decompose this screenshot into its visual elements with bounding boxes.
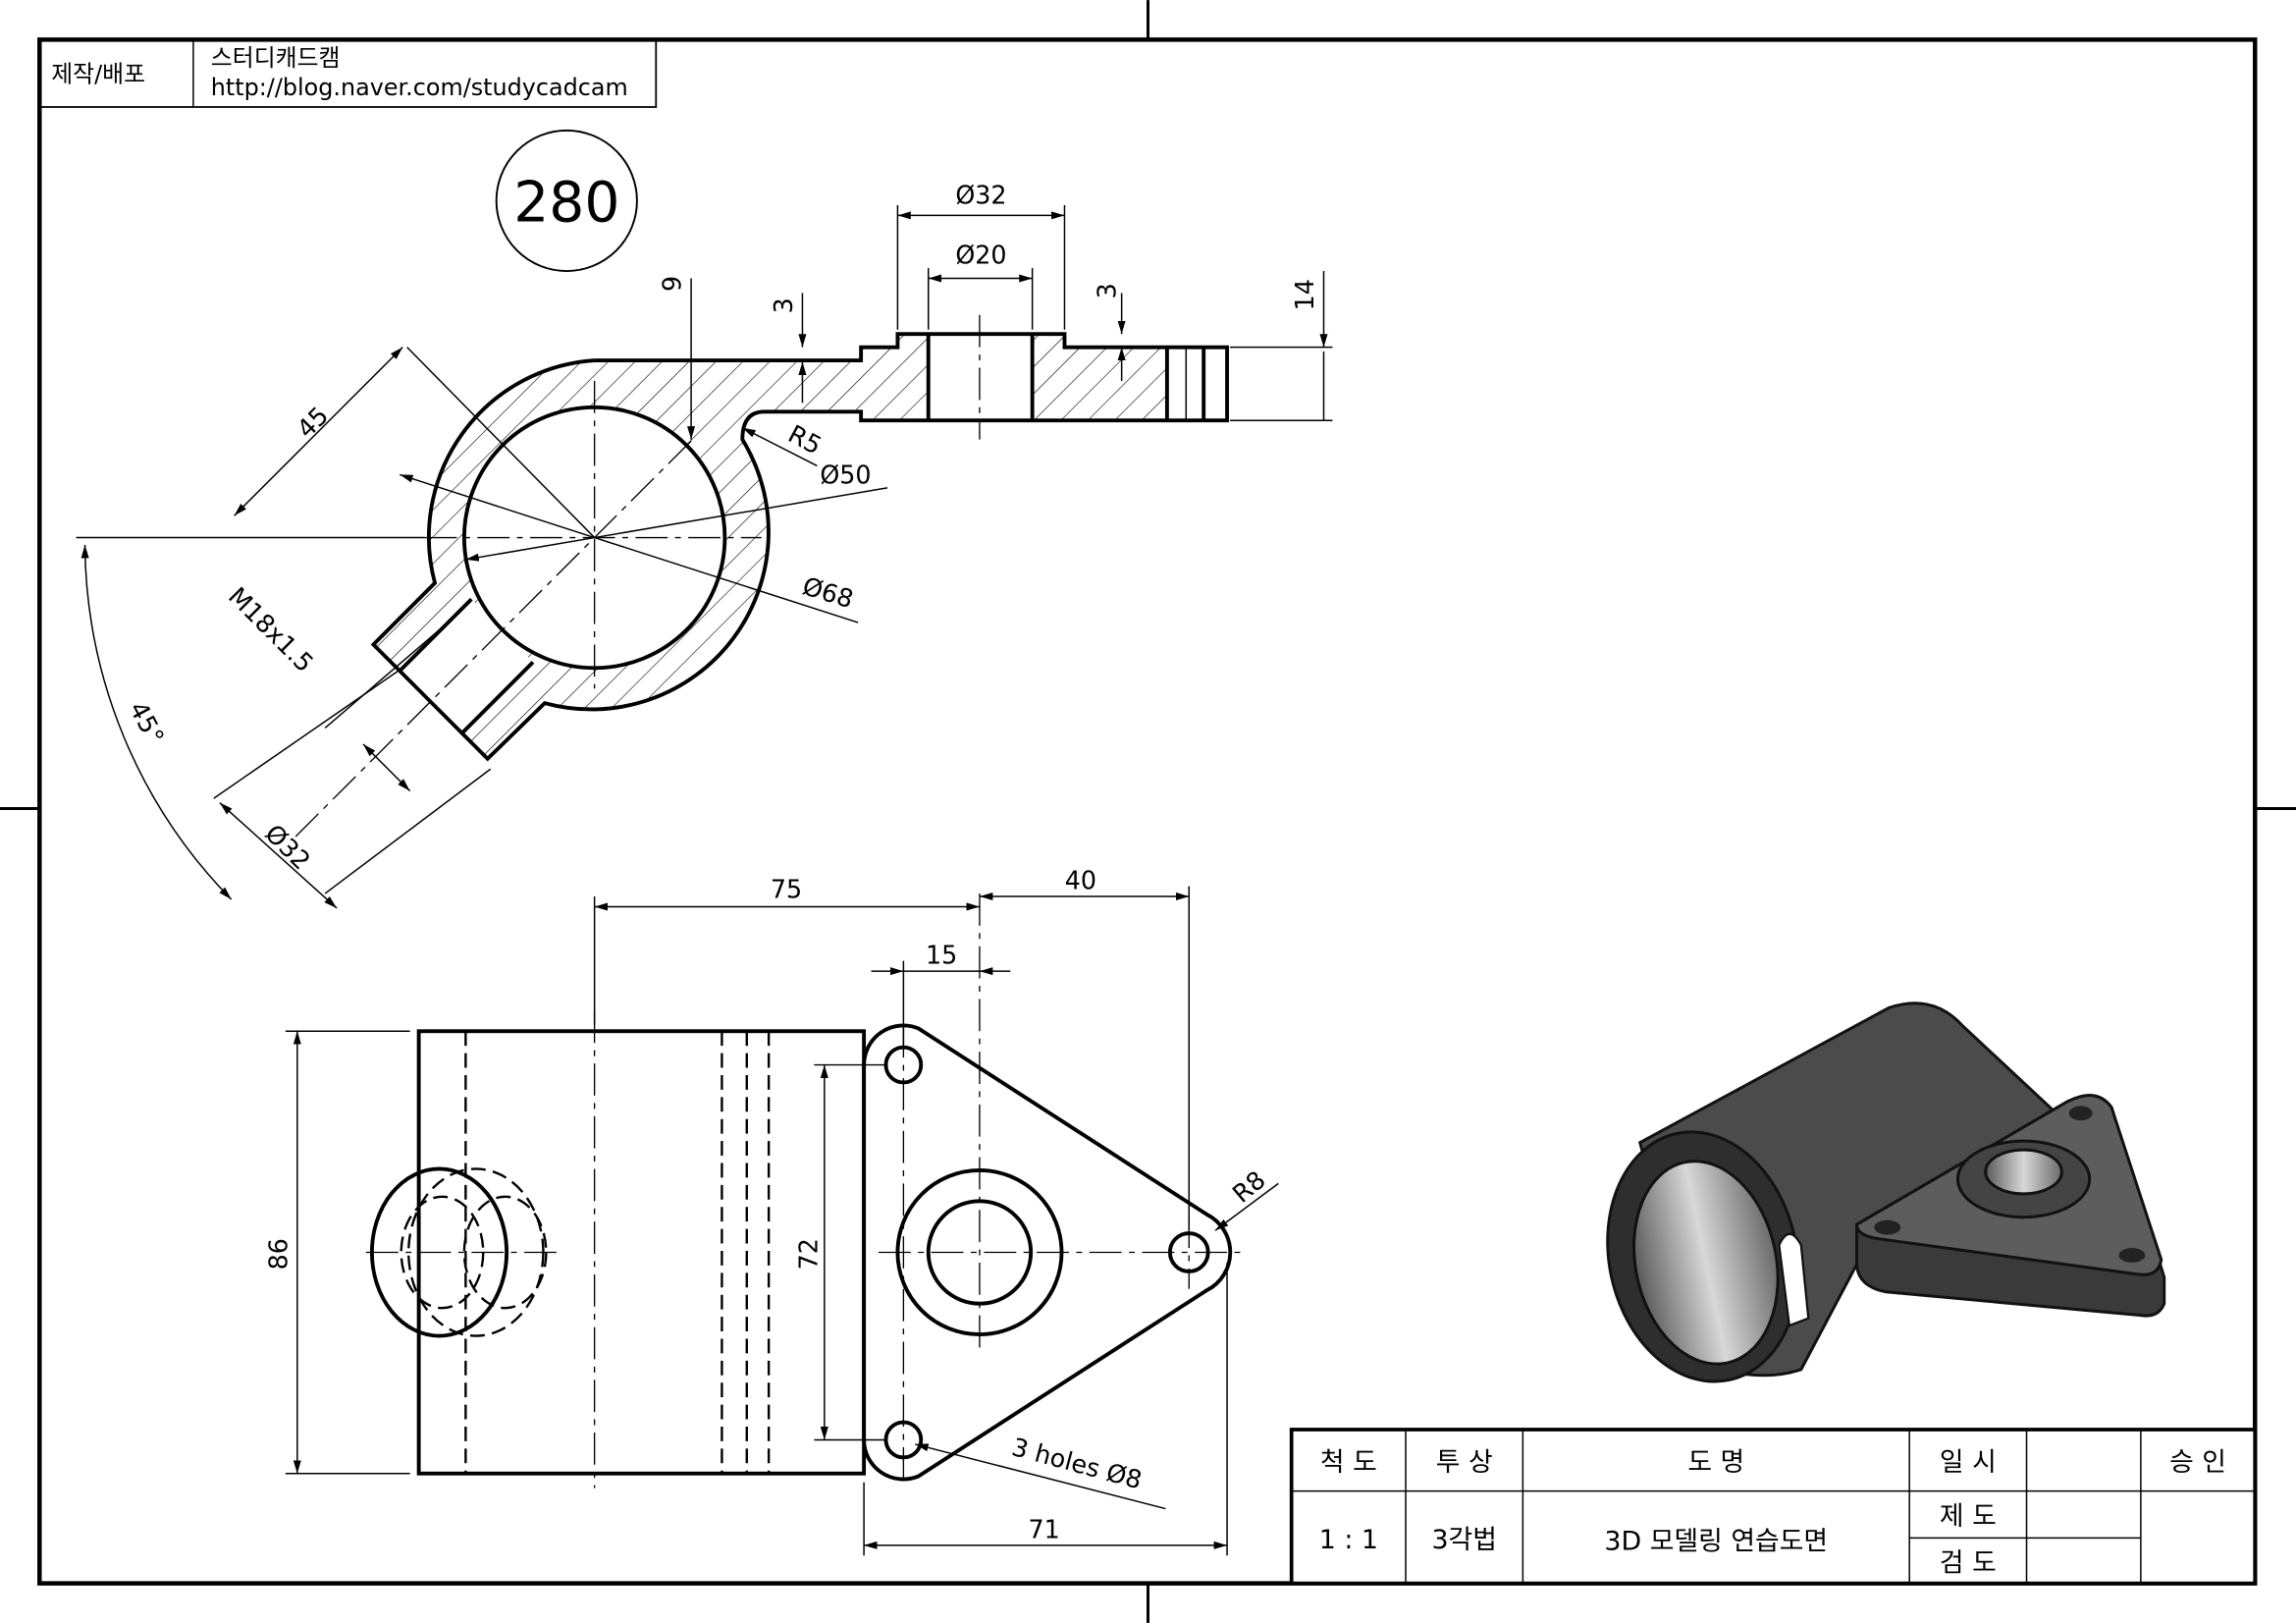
header-author: 스터디캐드캠 [211,44,341,72]
dim-72: 72 [793,1238,823,1270]
drafted-label: 제 도 [1940,1501,1997,1532]
part-number-balloon: 280 [495,129,638,273]
front-view-dimensions: 75 40 15 86 72 R8 3 holes Ø8 71 [263,866,1279,1556]
dim-r5: R5 [783,418,827,460]
top-view-dimensions: Ø32 Ø20 9 3 3 14 R5 Ø50 Ø68 45 Ø32 M18x1… [76,180,1333,909]
dim-r8: R8 [1227,1164,1271,1209]
dim-14: 14 [1290,279,1319,310]
drawing-name-label: 도 명 [1687,1447,1744,1478]
dim-15: 15 [926,941,957,970]
dim-d32-flange: Ø32 [955,180,1006,209]
dim-angle-45: 45° [124,696,171,749]
dim-d50: Ø50 [820,460,871,489]
dim-40: 40 [1065,866,1096,895]
front-view [365,893,1245,1488]
dim-3-flange: 3 [1093,283,1122,298]
dim-71: 71 [1028,1514,1059,1543]
dim-9: 9 [658,276,687,292]
dim-thread: M18x1.5 [223,581,320,678]
header-url: http://blog.naver.com/studycadcam [211,74,628,101]
checked-label: 검 도 [1940,1548,1997,1579]
title-block: 척 도 투 상 도 명 일 시 승 인 1 : 1 3각법 3D 모델링 연습도… [1289,1428,2258,1586]
drawing-name: 3D 모델링 연습도면 [1604,1526,1828,1556]
dim-86: 86 [263,1238,293,1270]
dim-d20-hole: Ø20 [955,241,1006,270]
dim-3-arm: 3 [769,298,798,313]
part-number: 280 [513,170,619,235]
projection-value: 3각법 [1431,1525,1496,1555]
dim-75: 75 [771,875,802,904]
date-label: 일 시 [1940,1447,1997,1478]
isometric-3d-model [1606,1001,2166,1383]
author-header: 제작/배포 스터디캐드캠 http://blog.naver.com/study… [38,38,658,108]
approve-label: 승 인 [2169,1447,2226,1478]
dim-45: 45 [291,401,334,444]
sheet-border [37,37,2258,1586]
dim-d68: Ø68 [799,570,857,614]
scale-value: 1 : 1 [1319,1525,1378,1555]
top-section-view [292,314,1229,840]
scale-label: 척 도 [1320,1447,1377,1478]
dim-boss-d32: Ø32 [259,818,316,875]
projection-label: 투 상 [1436,1447,1493,1478]
header-label: 제작/배포 [51,61,145,88]
